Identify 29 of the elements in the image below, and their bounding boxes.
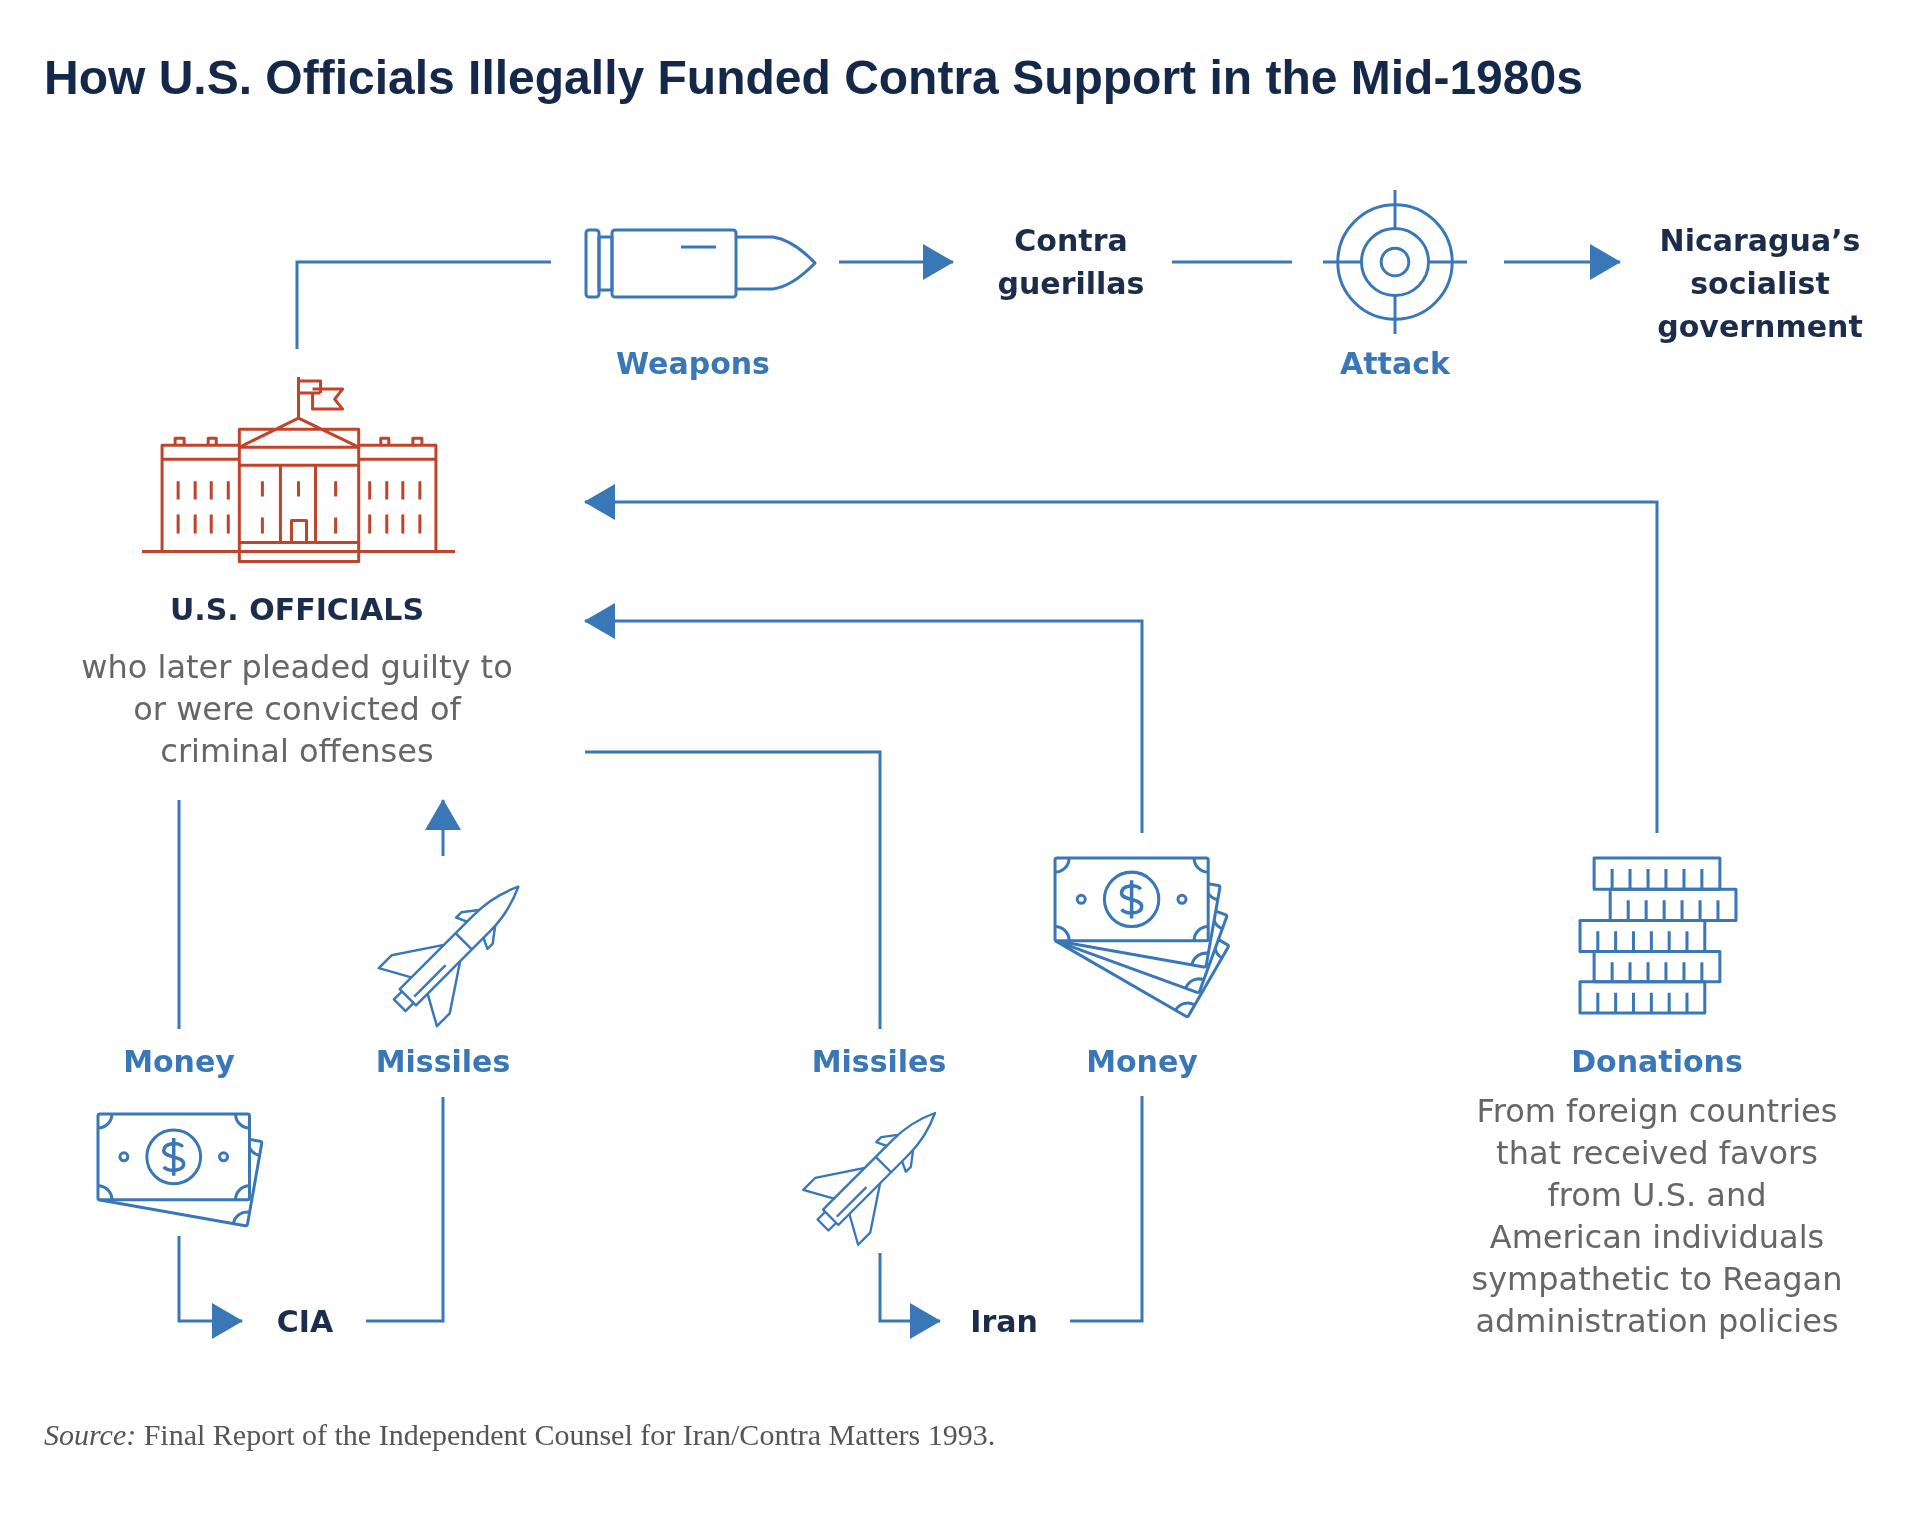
diagram-title: How U.S. Officials Illegally Funded Contra Support in the Mid-1980s [44, 50, 1583, 106]
connector-line [177, 800, 181, 1029]
connector-line [295, 260, 551, 349]
node-label: Iran [970, 1303, 1038, 1341]
node-label: Weapons [616, 345, 770, 383]
source-note: Source: Final Report of the Independent Counsel for Iran/Contra Matters 1993. [44, 1417, 996, 1453]
arrow [177, 1236, 243, 1339]
connector-line [366, 1097, 445, 1323]
node-label: Missiles [375, 1043, 511, 1081]
group-heading: U.S. OFFICIALS [170, 591, 424, 629]
node-label: Nicaragua’s socialist government [1657, 222, 1863, 346]
node-label: Attack [1340, 345, 1450, 383]
node-label: Money [123, 1043, 235, 1081]
connector-line [1070, 1096, 1144, 1323]
node-label: Donations [1571, 1043, 1743, 1081]
arrow [584, 484, 1659, 833]
node-label: Contra guerillas [997, 222, 1145, 303]
arrow [584, 603, 1144, 833]
description-text: who later pleaded guilty to or were convicted of criminal offenses [81, 647, 513, 772]
arrow [425, 799, 461, 856]
connector-line [1172, 260, 1292, 264]
node-label: Money [1086, 1043, 1198, 1081]
arrow [1504, 244, 1621, 280]
connector-line [585, 750, 882, 1029]
arrow [878, 1253, 941, 1339]
node-label: Missiles [811, 1043, 947, 1081]
arrow [839, 244, 954, 280]
node-label: CIA [276, 1303, 334, 1341]
description-text: From foreign countries that received favors from U.S. and American individuals sympathetic to Reagan administration policies [1471, 1091, 1843, 1342]
